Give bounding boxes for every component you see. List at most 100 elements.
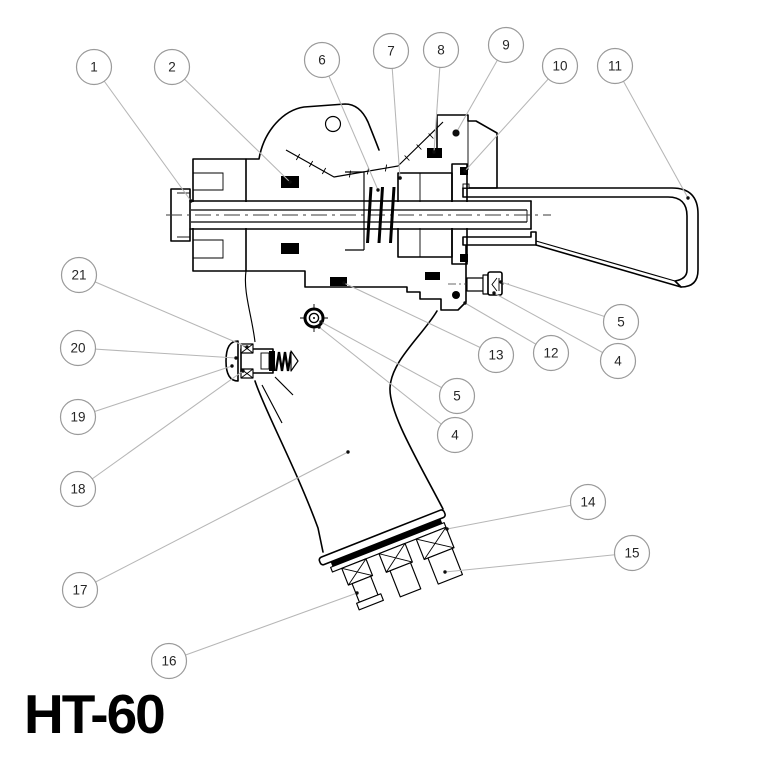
balloon-number: 5 bbox=[617, 315, 625, 330]
leader-dot bbox=[376, 188, 380, 192]
seal-small-bottom bbox=[460, 254, 468, 262]
balloon-circle bbox=[613, 534, 651, 572]
balloon-number: 18 bbox=[70, 482, 85, 497]
fitting-middle bbox=[389, 562, 422, 598]
balloon-circle bbox=[153, 48, 191, 86]
balloon-circle bbox=[487, 26, 525, 64]
boot-stitch-line bbox=[285, 121, 444, 178]
leader-line bbox=[320, 321, 458, 397]
lower-body bbox=[245, 245, 467, 311]
leader-line bbox=[77, 365, 233, 418]
leader-dot bbox=[686, 196, 690, 200]
leader-line bbox=[614, 65, 689, 199]
leader-dot bbox=[189, 199, 193, 203]
balloon-2: 2 bbox=[153, 48, 292, 184]
balloon-number: 16 bbox=[161, 654, 176, 669]
balloon-circle bbox=[150, 642, 188, 680]
leader-dot bbox=[245, 345, 249, 349]
balloon-circle bbox=[59, 329, 97, 367]
balloon-1: 1 bbox=[75, 48, 193, 203]
balloon-number: 10 bbox=[552, 59, 567, 74]
balloon-6: 6 bbox=[303, 41, 380, 192]
balloon-number: 9 bbox=[502, 38, 510, 53]
balloon-5: 5 bbox=[499, 280, 640, 341]
balloon-9: 9 bbox=[452, 26, 525, 137]
leader-dot bbox=[342, 281, 346, 285]
handle-grip bbox=[244, 270, 444, 553]
balloon-16: 16 bbox=[150, 591, 359, 680]
leader-line bbox=[444, 552, 633, 573]
balloon-18: 18 bbox=[59, 369, 245, 508]
balloon-number: 8 bbox=[437, 43, 445, 58]
valve-flange bbox=[225, 340, 239, 382]
balloon-circle bbox=[438, 377, 476, 415]
leader-dot bbox=[443, 570, 447, 574]
valve-spring bbox=[274, 351, 293, 372]
balloon-circle bbox=[477, 336, 515, 374]
leader-line bbox=[493, 292, 619, 362]
balloon-number: 15 bbox=[624, 546, 639, 561]
base-gasket bbox=[330, 518, 443, 567]
seal-lower-right bbox=[425, 272, 440, 280]
balloon-circle bbox=[541, 47, 579, 85]
leader-dot bbox=[463, 169, 467, 173]
leader-line bbox=[93, 66, 192, 202]
balloon-circle bbox=[599, 342, 637, 380]
leader-dot bbox=[288, 180, 292, 184]
balloon-4: 4 bbox=[492, 291, 637, 380]
trigger-button bbox=[300, 304, 328, 332]
barrel bbox=[166, 188, 551, 242]
leader-line bbox=[500, 281, 622, 323]
leader-line bbox=[390, 50, 401, 179]
leader-line bbox=[79, 451, 349, 591]
balloon-circle bbox=[596, 47, 634, 85]
leader-line bbox=[78, 274, 248, 348]
balloon-14: 14 bbox=[445, 483, 607, 531]
balloon-number: 17 bbox=[72, 583, 87, 598]
balloon-circle bbox=[59, 398, 97, 436]
leader-line bbox=[464, 65, 561, 172]
leader-dot bbox=[346, 450, 350, 454]
leader-dot bbox=[241, 369, 245, 373]
balloon-circle bbox=[372, 32, 410, 70]
side-valve-assembly bbox=[225, 340, 299, 382]
leader-dot bbox=[319, 320, 323, 324]
leader-dot bbox=[463, 301, 467, 305]
leader-line bbox=[168, 592, 358, 662]
leader-dot bbox=[452, 129, 460, 137]
pivot-pin bbox=[452, 291, 460, 299]
balloon-circle bbox=[532, 334, 570, 372]
leader-dot bbox=[355, 591, 359, 595]
balloon-circle bbox=[602, 303, 640, 341]
balloon-number: 13 bbox=[488, 348, 503, 363]
balloon-8: 8 bbox=[422, 31, 460, 154]
balloon-circle bbox=[75, 48, 113, 86]
balloon-number: 1 bbox=[90, 60, 98, 75]
balloon-number: 4 bbox=[614, 354, 622, 369]
leader-line bbox=[343, 282, 497, 356]
balloon-circle bbox=[436, 416, 474, 454]
balloon-number: 7 bbox=[387, 44, 395, 59]
balloon-21: 21 bbox=[60, 256, 249, 349]
leader-dot bbox=[432, 150, 436, 154]
leader-line bbox=[321, 59, 379, 191]
balloon-number: 19 bbox=[70, 410, 85, 425]
nozzle-shield bbox=[462, 183, 699, 288]
leader-dot bbox=[499, 280, 503, 284]
leader-dot bbox=[445, 527, 449, 531]
balloon-12: 12 bbox=[463, 301, 570, 372]
gun-body bbox=[245, 103, 380, 254]
balloon-number: 11 bbox=[608, 59, 622, 74]
balloon-circle bbox=[59, 470, 97, 508]
leader-dot bbox=[398, 176, 402, 180]
leader-dot bbox=[230, 364, 234, 368]
balloon-circle bbox=[422, 31, 460, 69]
balloon-number: 21 bbox=[71, 268, 86, 283]
leader-line bbox=[171, 66, 291, 183]
balloon-13: 13 bbox=[342, 281, 515, 374]
balloon-number: 5 bbox=[453, 389, 461, 404]
balloon-17: 17 bbox=[61, 450, 350, 609]
base-connectors bbox=[318, 509, 464, 611]
